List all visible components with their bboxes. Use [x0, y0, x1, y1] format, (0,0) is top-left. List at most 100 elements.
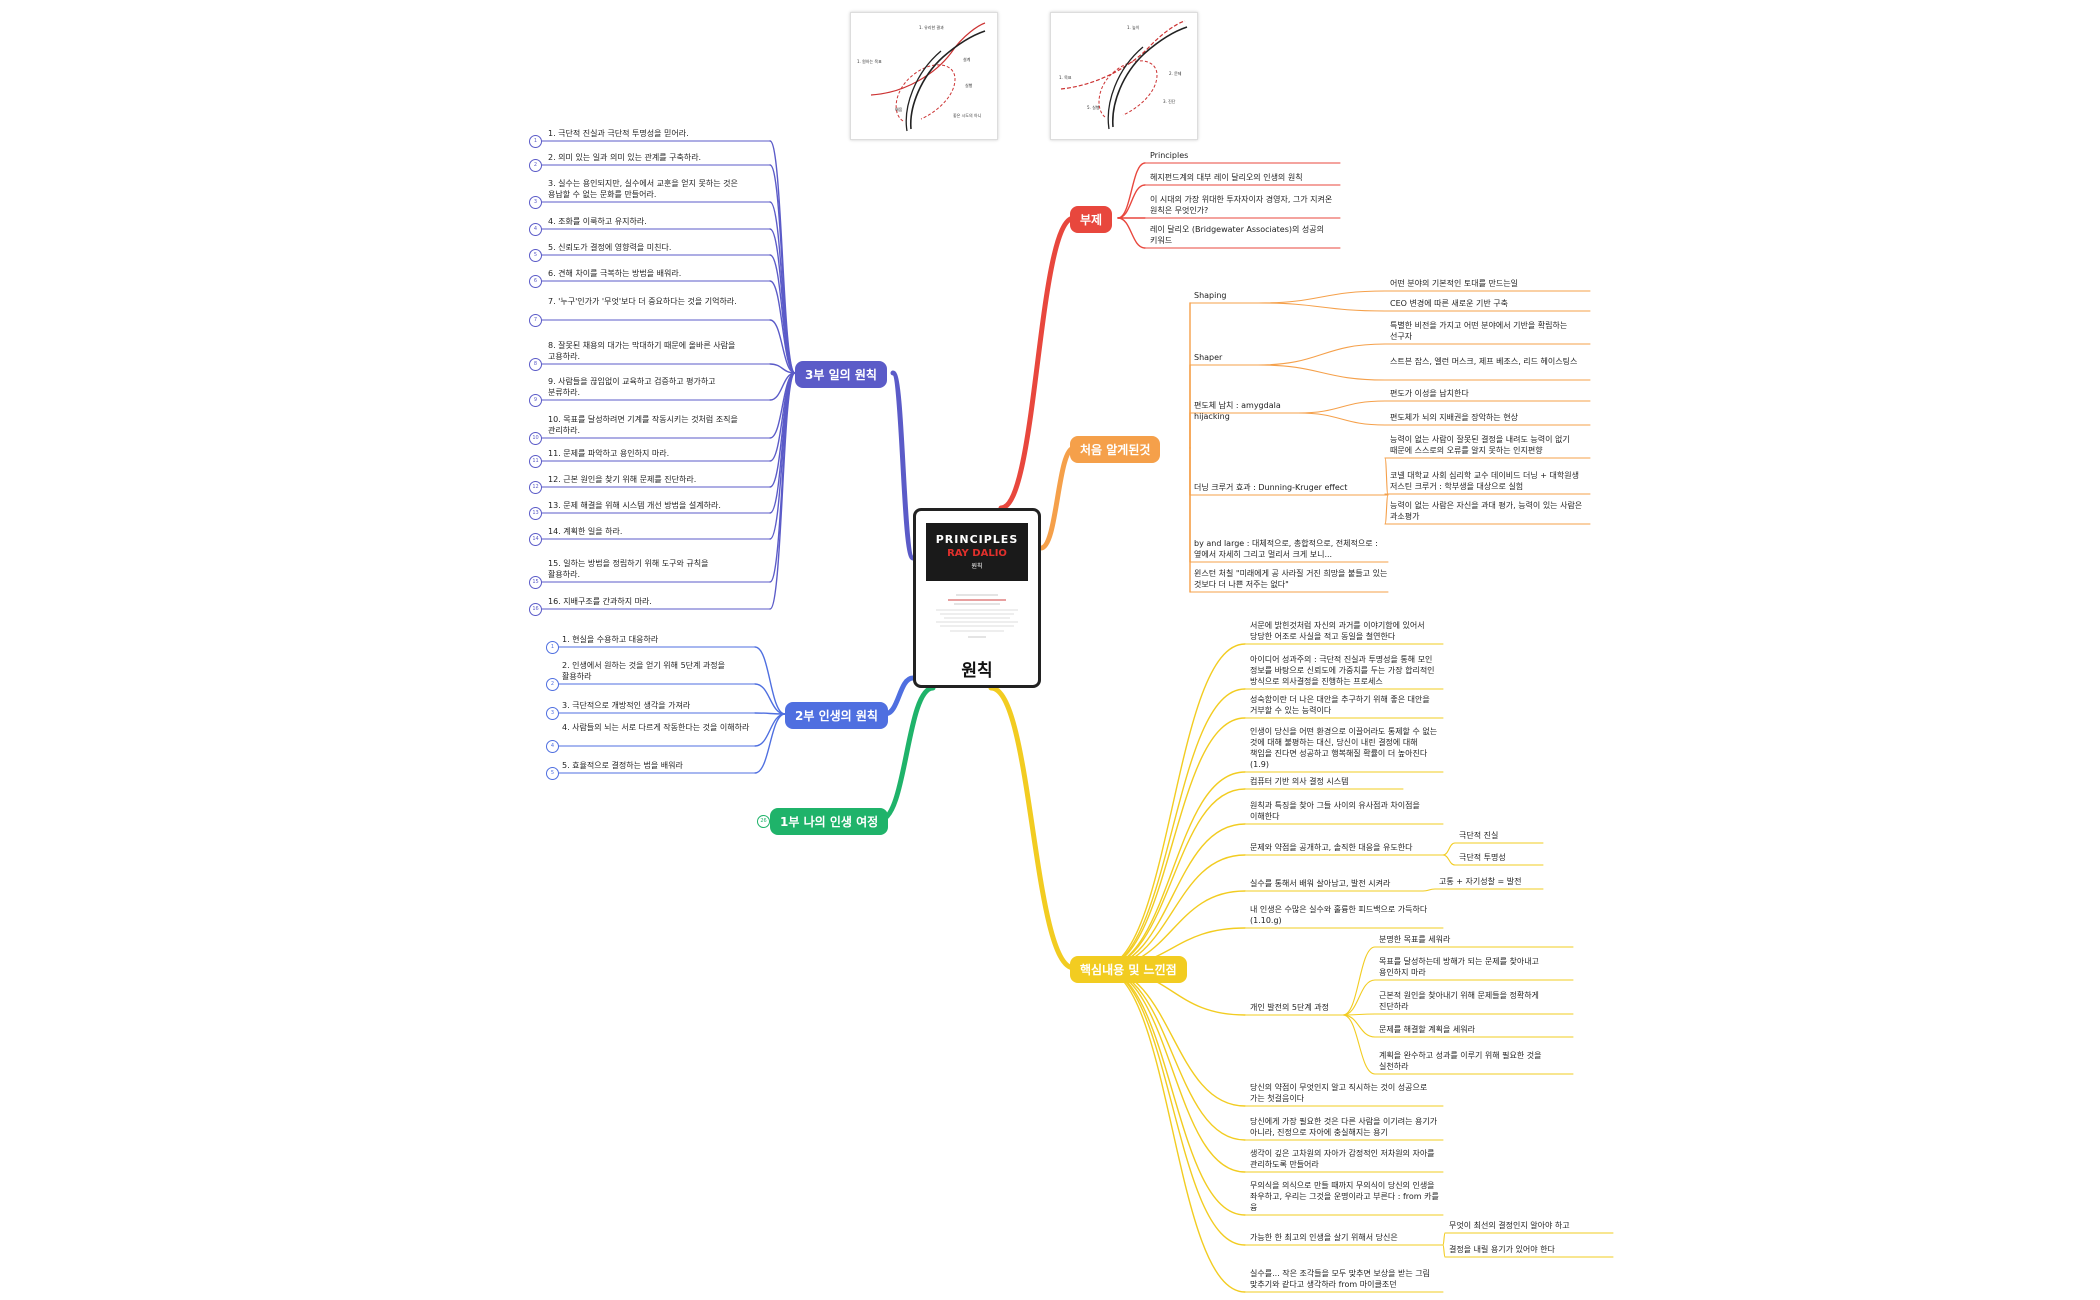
part2-principle-1[interactable]: 1. 현실을 수용하고 대응하라 [562, 635, 659, 644]
core-insight-5[interactable]: 컴퓨터 기반 의사 결정 시스템 [1250, 777, 1349, 786]
first-learned-topic-6[interactable]: 윈스턴 처칠 "미래에게 공 사라질 거진 희망을 붙들고 있는 것보다 더 나… [1194, 569, 1388, 589]
connector [1297, 412, 1386, 426]
part3-principle-12[interactable]: 12. 근본 원인을 찾기 위해 문제를 진단하라. [548, 475, 697, 484]
core-insight-15[interactable]: 가능한 한 최고의 인생을 살기 위해서 당신은 [1250, 1233, 1398, 1242]
thumb-left-top-text: 1. 유리한 결과 [919, 24, 944, 30]
core-insight-detail-7-1[interactable]: 극단적 진실 [1459, 831, 1499, 840]
branch-first-learned[interactable]: 처음 알게된것 [1070, 436, 1161, 463]
core-insight-6[interactable]: 원칙과 특징을 찾아 그들 사이의 유사점과 차이점을 이해한다 [1250, 801, 1420, 821]
part3-principle-3[interactable]: 3. 실수는 용인되지만, 실수에서 교훈을 얻지 못하는 것은 용납할 수 없… [548, 179, 738, 199]
connector [1099, 967, 1246, 1141]
core-insight-detail-10-3[interactable]: 근본적 원인을 찾아내기 위해 문제들을 정확하게 진단하라 [1379, 991, 1539, 1011]
connector [769, 164, 796, 374]
connector [1099, 823, 1246, 969]
core-insight-8[interactable]: 실수를 통해서 배워 살아남고, 발전 시켜라 [1250, 879, 1391, 888]
first-learned-detail-3-2[interactable]: 편도체가 뇌의 지배권을 장악하는 현상 [1390, 413, 1518, 422]
item-number-badge: 4 [546, 740, 559, 753]
branch-part3-work-principles[interactable]: 3부 일의 원칙 [795, 361, 887, 388]
core-insight-detail-15-2[interactable]: 결정을 내릴 용기가 있어야 한다 [1449, 1245, 1555, 1254]
item-number-badge: 6 [529, 275, 542, 288]
first-learned-topic-2[interactable]: Shaper [1194, 353, 1223, 362]
part2-principle-3[interactable]: 3. 극단적으로 개방적인 생각을 가져라 [562, 701, 691, 710]
part3-principle-2[interactable]: 2. 의미 있는 일과 의미 있는 관계를 구축하라. [548, 153, 702, 162]
core-insight-detail-15-1[interactable]: 무엇이 최선의 결정인지 알아야 하고 [1449, 1221, 1570, 1230]
core-insight-1[interactable]: 서문에 밝힌것처럼 자신의 과거를 이야기함에 있어서 당당한 어조로 사실을 … [1250, 621, 1425, 641]
part3-principle-6[interactable]: 6. 견해 차이를 극복하는 방법을 배워라. [548, 269, 682, 278]
central-node-book[interactable]: PRINCIPLES RAY DALIO 원칙 원칙 [913, 508, 1041, 688]
item-number-badge: 12 [529, 481, 542, 494]
core-insight-detail-10-1[interactable]: 분명한 목표를 세워라 [1379, 935, 1451, 944]
item-number-badge: 3 [546, 707, 559, 720]
first-learned-topic-5[interactable]: by and large : 대체적으로, 총합적으로, 전체적으로 : 옆에서… [1194, 539, 1378, 559]
connector [1442, 1232, 1446, 1246]
connector [1099, 717, 1246, 969]
part3-principle-14[interactable]: 14. 계획한 일을 하라. [548, 527, 623, 536]
connector [769, 280, 796, 374]
core-insight-detail-8-1[interactable]: 고통 + 자기성찰 = 발전 [1439, 877, 1522, 886]
part3-principle-13[interactable]: 13. 문제 해결을 위해 시스템 개선 방법을 설계하라. [548, 501, 721, 510]
first-learned-detail-4-2[interactable]: 코넬 대학교 사회 심리학 교수 데이비드 더닝 + 대학원생 저스틴 크루거 … [1390, 471, 1579, 491]
subtitle-item-4[interactable]: 레이 달리오 (Bridgewater Associates)의 성공의 키워드 [1150, 225, 1324, 245]
connector [1297, 400, 1386, 414]
part2-principle-5[interactable]: 5. 효율적으로 결정하는 법을 배워라 [562, 761, 683, 770]
part3-principle-8[interactable]: 8. 잘못된 채용의 대가는 막대하기 때문에 올바른 사람을 고용하라. [548, 341, 736, 361]
core-insight-4[interactable]: 인생이 당신을 어떤 환경으로 이끌어라도 통제할 수 없는 것에 대해 불평하… [1250, 727, 1438, 769]
first-learned-detail-4-1[interactable]: 능력이 없는 사람이 잘못된 결정을 내려도 능력이 없기 때문에 스스로의 오… [1390, 435, 1570, 455]
part3-principle-15[interactable]: 15. 일하는 방법을 정립하기 위해 도구와 규칙을 활용하라. [548, 559, 709, 579]
core-insight-12[interactable]: 당신에게 가장 필요한 것은 다른 사람을 이기려는 용기가 아니라, 진정으로… [1250, 1117, 1438, 1137]
part2-principle-2[interactable]: 2. 인생에서 원하는 것을 얻기 위해 5단계 과정을 활용하라 [562, 661, 726, 681]
part3-principle-5[interactable]: 5. 신뢰도가 결정에 영향력을 미친다. [548, 243, 672, 252]
part3-principle-16[interactable]: 16. 지배구조를 간과하지 마라. [548, 597, 652, 606]
connector [1099, 967, 1246, 1216]
core-insight-7[interactable]: 문제와 약점을 공개하고, 솔직한 대응을 유도한다 [1250, 843, 1413, 852]
item-number-badge: 1 [546, 641, 559, 654]
item-number-badge: 13 [529, 507, 542, 520]
first-learned-detail-2-1[interactable]: 특별한 비전을 가지고 어떤 분야에서 기반을 확립하는 선구자 [1390, 321, 1568, 341]
core-insight-10[interactable]: 개인 발전의 5단계 과정 [1250, 1003, 1329, 1012]
core-insight-11[interactable]: 당신의 약점이 무엇인지 알고 직시하는 것이 성공으로 가는 첫걸음이다 [1250, 1083, 1428, 1103]
first-learned-detail-1-1[interactable]: 어떤 분야의 기본적인 토대를 만드는일 [1390, 279, 1518, 288]
item-number-badge: 5 [529, 249, 542, 262]
item-number-badge: 16 [529, 603, 542, 616]
first-learned-detail-3-1[interactable]: 편도가 이성을 납치한다 [1390, 389, 1469, 398]
first-learned-detail-2-2[interactable]: 스트븐 잡스, 엘런 머스크, 제프 베조스, 리드 헤이스팅스 [1390, 357, 1578, 366]
first-learned-topic-1[interactable]: Shaping [1194, 291, 1227, 300]
branch-part2-life-principles[interactable]: 2부 인생의 원칙 [785, 702, 888, 729]
thumb-left-bottom-right-text: 좋은 시도의 아니 [953, 112, 982, 118]
branch-core-insights[interactable]: 핵심내용 및 느낀점 [1070, 956, 1187, 983]
core-insight-detail-10-4[interactable]: 문제를 해결할 계획을 세워라 [1379, 1025, 1475, 1034]
core-insight-9[interactable]: 내 인생은 수많은 실수와 훌륭한 피드백으로 가득하다 (1.10.g) [1250, 905, 1428, 925]
branch-part1-life-journey[interactable]: 1부 나의 인생 여정 [770, 808, 889, 835]
core-insight-16[interactable]: 실수를... 작은 조각들을 모두 맞추면 보상을 받는 그림 맞추기와 같다고… [1250, 1269, 1430, 1289]
part2-principle-4[interactable]: 4. 사람들의 뇌는 서로 다르게 작동한다는 것을 이해하라 [562, 723, 750, 732]
part3-principle-4[interactable]: 4. 조화를 이룩하고 유지하라. [548, 217, 647, 226]
thumb-left-mid-right-text: 실행 [965, 82, 973, 88]
part3-principle-9[interactable]: 9. 사람들을 끊임없이 교육하고 검증하고 평가하고 분류하라. [548, 377, 716, 397]
subtitle-item-3[interactable]: 이 시대의 가장 위대한 투자자이자 경영자, 그가 지켜온 원칙은 무엇인가? [1150, 195, 1333, 215]
core-insight-detail-10-2[interactable]: 목표를 달성하는데 방해가 되는 문제를 찾아내고 용인하지 마라 [1379, 957, 1539, 977]
first-learned-detail-1-2[interactable]: CEO 변경에 따른 새로운 기반 구축 [1390, 299, 1508, 308]
core-insight-detail-7-2[interactable]: 극단적 투명성 [1459, 853, 1506, 862]
book-cover-title: PRINCIPLES [935, 533, 1019, 546]
core-insight-3[interactable]: 성숙함이란 더 나은 대안을 추구하기 위해 좋은 대안을 거부할 수 있는 능… [1250, 695, 1430, 715]
item-number-badge: 2 [546, 678, 559, 691]
core-insight-2[interactable]: 아이디어 성과주의 : 극단적 진실과 투명성을 통해 모인 정보를 바탕으로 … [1250, 655, 1435, 686]
first-learned-topic-4[interactable]: 더닝 크루거 효과 : Dunning-Kruger effect [1194, 483, 1348, 492]
part3-principle-11[interactable]: 11. 문제를 파악하고 용인하지 마라. [548, 449, 670, 458]
part3-principle-7[interactable]: 7. '누구'인가가 '무엇'보다 더 중요하다는 것을 기억하라. [548, 297, 737, 306]
core-insight-14[interactable]: 무의식을 의식으로 만들 때까지 무의식이 당신의 인생을 좌우하고, 우리는 … [1250, 1181, 1439, 1212]
connector [1257, 302, 1386, 312]
core-insight-13[interactable]: 생각이 깊은 고차원의 자아가 감정적인 저차원의 자아를 관리하도록 만들어라 [1250, 1149, 1435, 1169]
first-learned-detail-4-3[interactable]: 능력이 없는 사람은 자신을 과대 평가, 능력이 있는 사람은 과소평가 [1390, 501, 1583, 521]
connector [877, 685, 936, 823]
connector [882, 675, 916, 717]
subtitle-item-1[interactable]: Principles [1150, 151, 1189, 160]
connector [1384, 494, 1389, 525]
subtitle-item-2[interactable]: 헤지펀드계의 대부 레이 달리오의 인생의 원칙 [1150, 173, 1303, 182]
branch-subtitle[interactable]: 부제 [1070, 206, 1113, 233]
part3-principle-10[interactable]: 10. 목표를 달성하려면 기계를 작동시키는 것처럼 조직을 관리하라. [548, 415, 738, 435]
connector [1038, 445, 1077, 551]
part3-principle-1[interactable]: 1. 극단적 진실과 극단적 투명성을 믿어라. [548, 129, 689, 138]
first-learned-topic-3[interactable]: 편도체 납치 : amygdala hijacking [1194, 401, 1281, 421]
core-insight-detail-10-5[interactable]: 계획을 완수하고 성과를 이루기 위해 필요한 것을 실천하라 [1379, 1051, 1542, 1071]
